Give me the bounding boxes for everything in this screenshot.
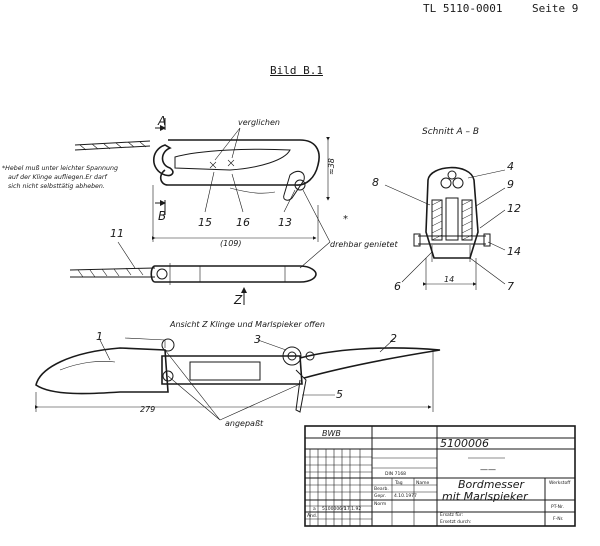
open-handle [161,355,303,385]
norm-label: Norm [374,501,386,507]
revision-dash: —— [480,465,496,474]
closed-knife-top-view [74,118,331,269]
part-11: 11 [110,227,124,240]
shackle-ring [152,144,174,177]
ersatz-fuer: Ersatz für: [440,512,463,518]
lanyard-cord [74,140,151,151]
open-part-3: 3 [254,333,261,346]
section-a-b-drawing [384,166,506,290]
asterisk-mark: * [343,214,348,225]
title-block-text: BWB 5100006 —— Bordmesser mit Marlspieke… [307,429,571,525]
section-label-a: A [157,114,166,128]
name-header: Name [416,480,430,486]
open-part-5: 5 [336,388,343,401]
blade-1 [35,347,169,395]
figure-title: Bild B.1 [270,64,323,77]
blade-outline [174,148,291,171]
section-part-12: 12 [507,202,521,215]
section-part-9: 9 [507,178,514,191]
title-block-frame [304,425,576,527]
section-labels: Schnitt A – B 4 8 9 12 14 6 7 14 [372,127,521,293]
part-16: 16 [236,216,250,229]
note-line-2: auf der Klinge aufliegen.Er darf [8,174,108,181]
title-block [304,425,576,527]
change-no: a [313,507,316,512]
f-nr-label: F-Nr. [553,516,563,522]
section-outline [425,166,479,259]
section-part-7: 7 [507,280,514,293]
tag-header: Tag [394,480,403,486]
open-knife-view [35,337,441,421]
side-body [150,265,317,283]
open-shackle [282,346,302,366]
marlspike-2 [299,347,441,379]
name-line-1: Bordmesser [458,478,525,491]
angepasst-label: angepaßt [225,419,264,428]
open-part-1: 1 [96,330,103,343]
pivot-rivet [294,179,306,191]
open-part-2: 2 [390,332,397,345]
bearb-label: Bearb. [374,486,389,492]
open-view-labels: Ansicht Z Klinge und Marlspieker offen 1… [96,320,397,428]
open-lever [295,369,307,413]
dimension-14-label: 14 [444,275,454,284]
date-value: 4.10.1977 [394,493,417,499]
part-15: 15 [198,216,212,229]
section-part-14: 14 [507,245,521,258]
bwb-label: BWB [322,429,341,438]
side-lanyard-cord [69,267,156,278]
change-ref: 5100006/1 [322,506,347,512]
drawing-number: 5100006 [440,437,489,450]
pt-nr-label: PT-Nr. [551,504,564,510]
note-line-1: *Hebel muß unter leichter Spannung [2,164,118,172]
drehbar-genietet-label: drehbar genietet [330,240,398,249]
name-line-2: mit Marlspieker [442,490,529,503]
document-id: TL 5110-0001 [423,2,503,15]
gepr-label: Gepr. [374,493,386,499]
dimension-38-label: ≈38 [327,158,336,175]
dimension-109-label: (109) [220,239,242,248]
part-13: 13 [278,216,292,229]
section-part-6: 6 [394,280,401,293]
lever [283,170,305,201]
closed-knife-side-view [69,241,317,305]
page-number: Seite 9 [532,2,579,15]
werkstoff-label: Werkstoff [549,480,571,486]
section-label-b: B [158,209,166,223]
ersetzt-durch: Ersetzt durch: [440,519,471,525]
view-z-label: Z [233,293,243,307]
rivet-marks [209,159,235,169]
dimension-279-label: 279 [140,405,155,414]
change-date: 17.1.92 [344,506,361,512]
section-part-8: 8 [372,176,379,189]
verglichen-label: verglichen [238,118,280,127]
open-view-title: Ansicht Z Klinge und Marlspieker offen [169,320,325,329]
note-line-3: sich nicht selbsttätig abheben. [8,182,105,190]
aend-label: Änd. [307,512,317,519]
top-view-labels: A B verglichen *Hebel muß unter leichter… [2,114,398,249]
section-title: Schnitt A – B [422,127,479,137]
knife-body [159,139,320,186]
din-ref: DIN 7168 [385,471,406,477]
section-part-4: 4 [507,160,514,173]
